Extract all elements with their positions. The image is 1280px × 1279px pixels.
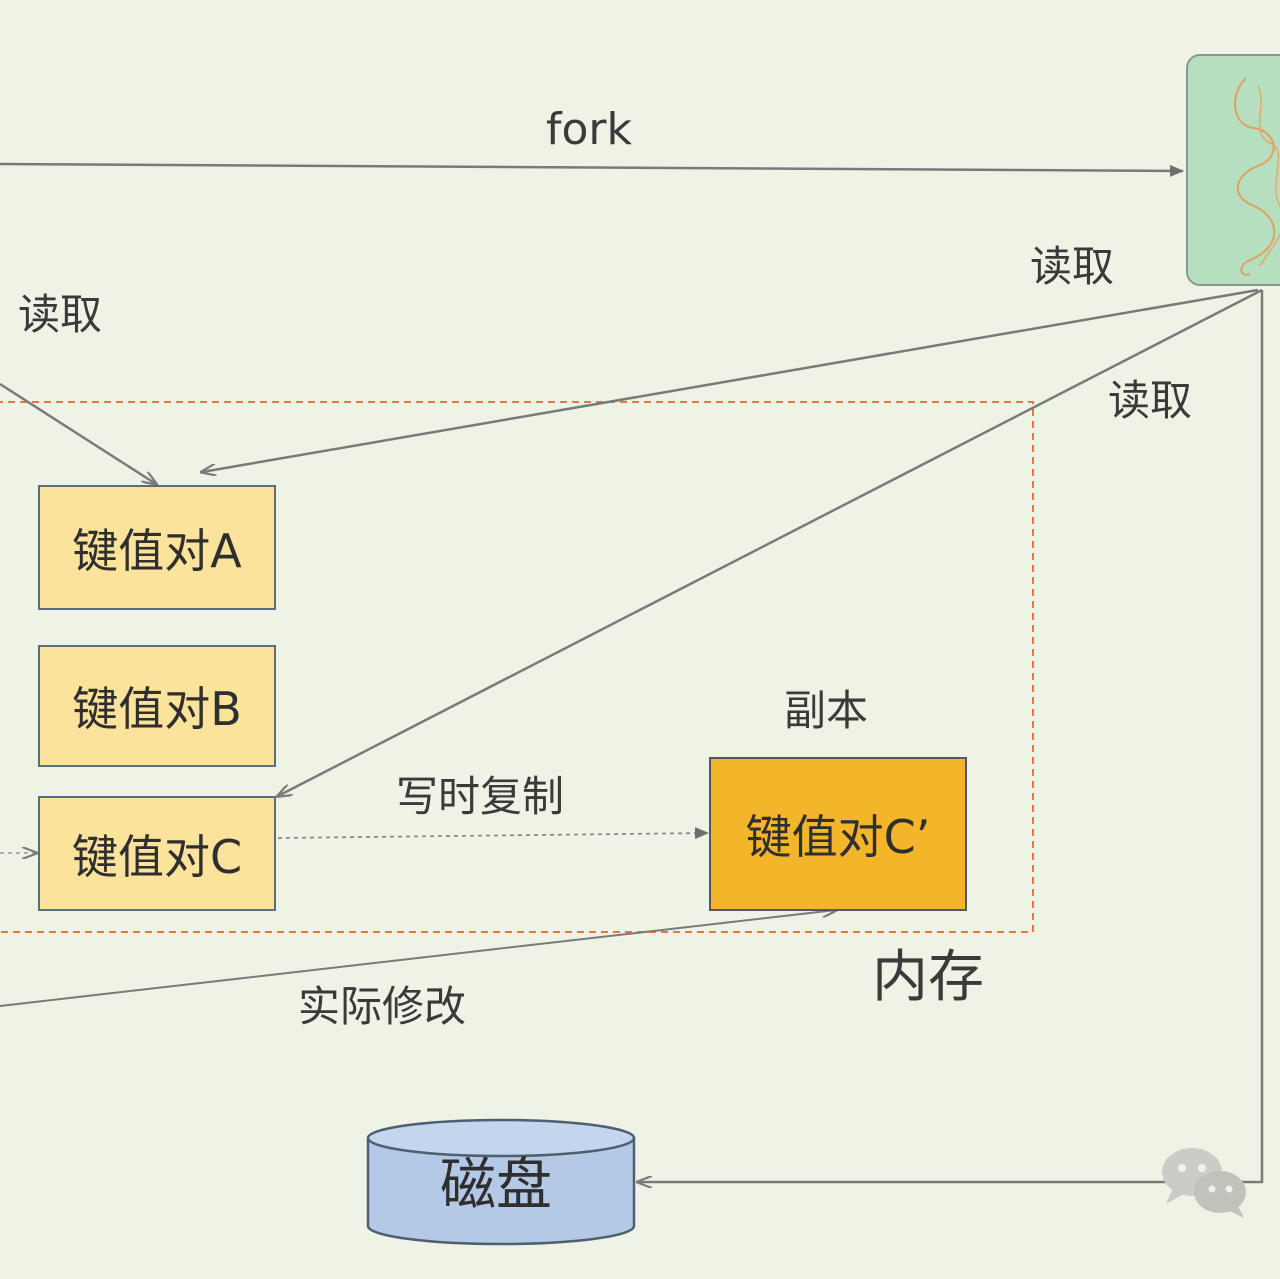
kv-pair-c-copy: 键值对C’: [709, 757, 967, 911]
read-arrow-child-to-a: [202, 288, 1259, 472]
wechat-icon: [1158, 1142, 1253, 1222]
scribble-process-icon: [1234, 77, 1280, 276]
cylinder-disk-icon: [366, 1118, 636, 1246]
read-arrow-child-to-c: [278, 288, 1263, 796]
read-label-right: 读取: [1108, 376, 1193, 425]
disk: 磁盘: [366, 1118, 636, 1248]
copy-on-write-label: 写时复制: [396, 772, 565, 821]
kv-pair-c-label: 键值对C: [71, 829, 243, 884]
memory-region: [0, 401, 1034, 933]
read-label-upper-right: 读取: [1030, 242, 1115, 291]
kv-pair-c: 键值对C: [38, 796, 276, 911]
kv-pair-b-label: 键值对B: [72, 682, 242, 736]
copy-on-write-arrow: [277, 827, 709, 840]
kv-pair-b: 键值对B: [38, 645, 276, 767]
read-label-left: 读取: [18, 290, 103, 339]
actual-modify-label: 实际修改: [298, 982, 467, 1031]
fork-label: fork: [546, 104, 632, 155]
copy-title-label: 副本: [784, 686, 869, 735]
actual-modify-arrow: [0, 910, 836, 1007]
kv-pair-a-label: 键值对A: [72, 523, 242, 578]
child-process-box: [1186, 54, 1280, 286]
kv-pair-a: 键值对A: [38, 485, 276, 610]
write-arrow-child-to-disk: [638, 290, 1264, 1182]
memory-label: 内存: [872, 945, 984, 1010]
kv-pair-c-copy-label: 键值对C’: [745, 810, 931, 864]
read-arrow-main-to-a: [0, 382, 156, 484]
fork-arrow: [0, 162, 1184, 177]
disk-label: 磁盘: [440, 1153, 552, 1218]
